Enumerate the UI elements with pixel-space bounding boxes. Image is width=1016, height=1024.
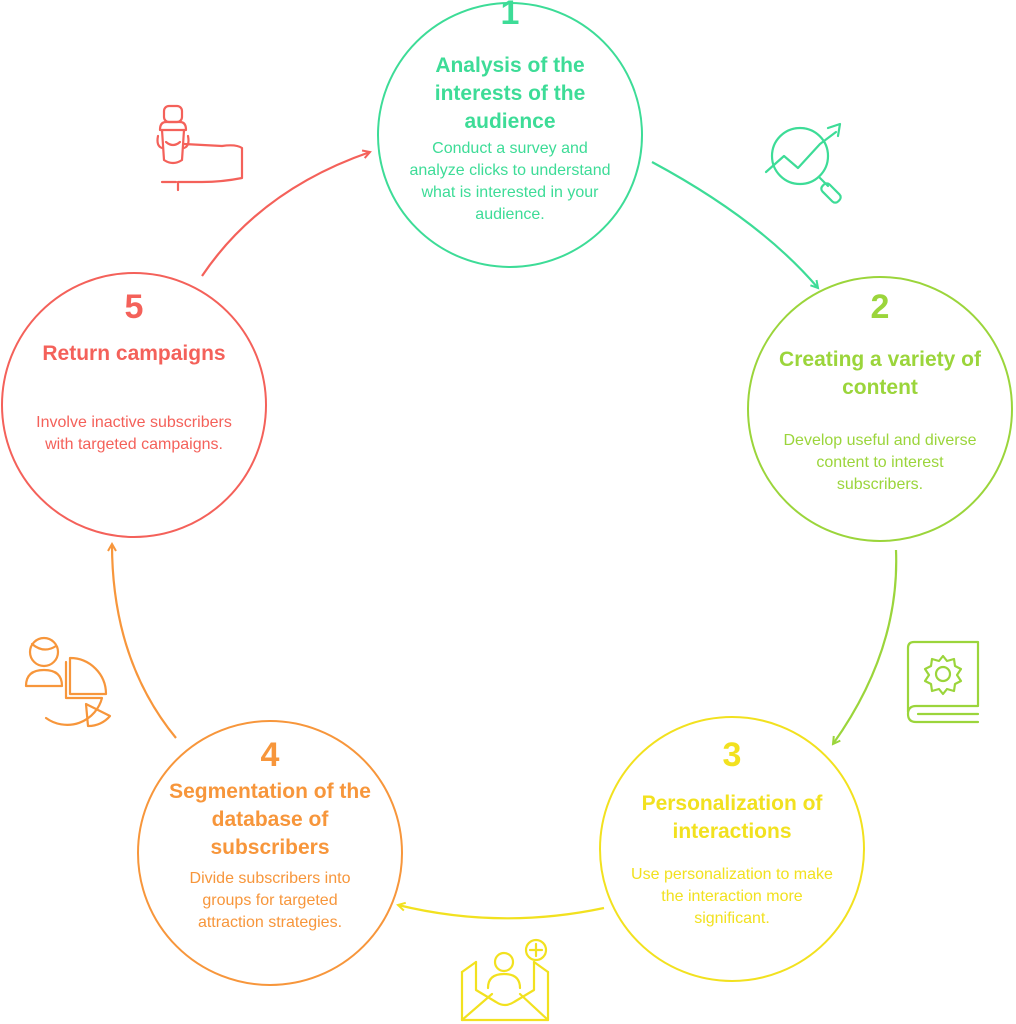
step-number: 5 xyxy=(124,288,144,326)
step-title: Segmentation of the database of subscrib… xyxy=(169,780,371,859)
step-description: Involve inactive subscribers with target… xyxy=(36,414,232,453)
step-title: Creating a variety of content xyxy=(779,348,981,399)
arrow-3-to-4 xyxy=(398,905,605,920)
arrow-2-to-3 xyxy=(833,549,898,744)
user-pie-chart-icon xyxy=(22,632,114,730)
step-5-circle: 5 Return campaigns Involve inactive subs… xyxy=(1,272,267,538)
step-description: Divide subscribers into groups for targe… xyxy=(189,870,351,931)
arrow-4-to-5 xyxy=(112,544,177,739)
step-number: 3 xyxy=(722,736,742,774)
step-number: 2 xyxy=(870,288,890,326)
step-title: Personalization of interactions xyxy=(641,792,823,843)
step-number: 4 xyxy=(260,736,280,774)
step-number: 1 xyxy=(500,0,520,32)
step-2-circle: 2 Creating a variety of content Develop … xyxy=(747,276,1013,542)
step-description: Use personalization to make the interact… xyxy=(631,866,833,927)
step-title: Analysis of the interests of the audienc… xyxy=(434,54,586,133)
step-description: Conduct a survey and analyze clicks to u… xyxy=(409,140,611,223)
step-3-circle: 3 Personalization of interactions Use pe… xyxy=(599,716,865,982)
step-1-circle: 1 Analysis of the interests of the audie… xyxy=(377,0,643,268)
analytics-magnifier-icon xyxy=(762,118,858,210)
step-title: Return campaigns xyxy=(42,342,226,365)
envelope-add-user-icon xyxy=(458,938,554,1024)
step-4-circle: 4 Segmentation of the database of subscr… xyxy=(137,720,403,986)
step-description: Develop useful and diverse content to in… xyxy=(783,432,977,493)
arrow-5-to-1 xyxy=(201,152,370,277)
hand-holding-ice-cream-icon xyxy=(152,102,248,194)
arrow-1-to-2 xyxy=(651,161,818,288)
gear-book-icon xyxy=(900,638,982,728)
